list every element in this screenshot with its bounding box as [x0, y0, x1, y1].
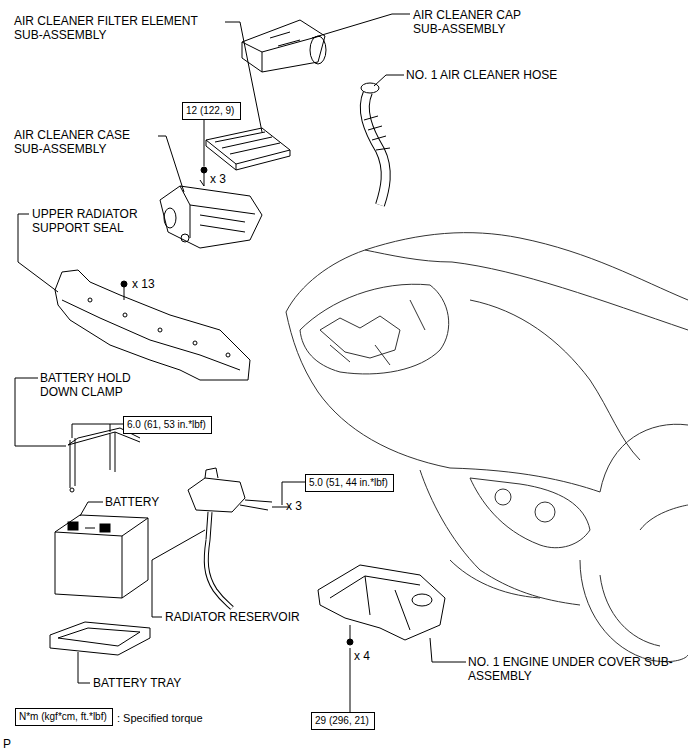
air-cleaner-case — [160, 167, 262, 248]
torque-box: 29 (296, 21) — [311, 712, 375, 730]
part-name: RADIATOR RESERVOIR — [165, 610, 300, 624]
part-name: UPPER RADIATOR SUPPORT SEAL — [32, 207, 160, 235]
part-name: AIR CLEANER CASE SUB-ASSEMBLY — [14, 128, 154, 156]
part-name: NO. 1 ENGINE UNDER COVER SUB-ASSEMBLY — [468, 655, 678, 683]
torque-value: 29 (296, 21) — [315, 715, 369, 726]
battery-tray — [50, 622, 150, 655]
torque-value: N*m (kgf*cm, ft.*lbf) — [19, 711, 107, 722]
quantity: x 3 — [286, 499, 302, 513]
quantity: x 13 — [132, 277, 155, 291]
page-mark: P — [3, 737, 11, 751]
filter-element — [206, 128, 290, 170]
leader-lines — [15, 14, 466, 712]
legend-text: : Specified torque — [117, 711, 203, 725]
radiator-support-seal — [55, 270, 250, 380]
torque-value: 5.0 (51, 44 in.*lbf) — [309, 477, 388, 488]
part-name: BATTERY — [105, 495, 159, 509]
part-name: AIR CLEANER FILTER ELEMENT SUB-ASSEMBLY — [14, 14, 226, 42]
torque-box: 6.0 (61, 53 in.*lbf) — [123, 416, 212, 434]
air-cleaner-hose — [361, 83, 390, 205]
torque-box: 12 (122, 9) — [182, 102, 241, 120]
part-name: AIR CLEANER CAP SUB-ASSEMBLY — [413, 8, 543, 36]
quantity: x 4 — [354, 649, 370, 663]
legend-unit-box: N*m (kgf*cm, ft.*lbf) — [15, 708, 113, 726]
air-cleaner-cap — [242, 20, 326, 72]
engine-under-cover — [318, 565, 445, 645]
radiator-reservoir — [188, 468, 290, 608]
battery — [55, 515, 148, 598]
quantity: x 3 — [210, 172, 226, 186]
torque-value: 6.0 (61, 53 in.*lbf) — [127, 419, 206, 430]
part-name: BATTERY HOLD DOWN CLAMP — [40, 371, 150, 399]
torque-value: 12 (122, 9) — [186, 105, 234, 116]
torque-box: 5.0 (51, 44 in.*lbf) — [305, 474, 394, 492]
part-name: BATTERY TRAY — [93, 676, 181, 690]
part-name: NO. 1 AIR CLEANER HOSE — [406, 68, 557, 82]
vehicle-outline — [286, 233, 688, 662]
battery-clamp — [68, 428, 140, 492]
